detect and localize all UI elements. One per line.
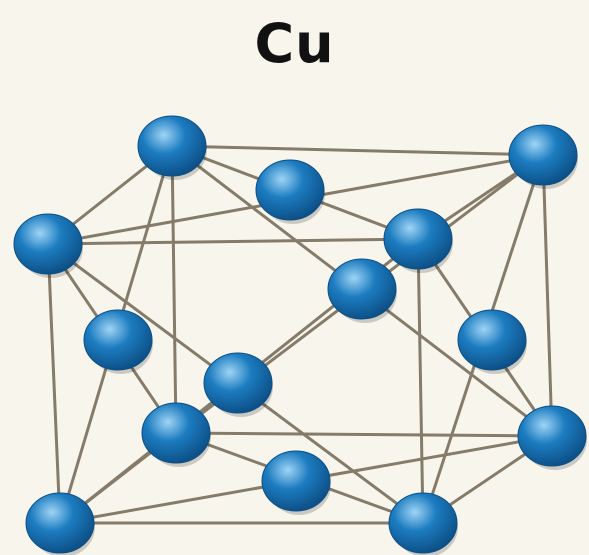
atom-corner-front-bottom-right [388,492,458,554]
atoms-group [13,115,587,555]
atom-corner-front-top-right [383,208,453,270]
bond-corner-front-top-right-corner-front-top-left [46,237,420,246]
bond-corner-back-bottom-left-corner-back-bottom-right [174,431,554,438]
atom-face-back [327,258,397,320]
atom-face-right [457,309,527,371]
atom-corner-front-bottom-left [25,492,95,554]
atom-corner-front-top-left [13,213,83,275]
bond-corner-front-top-left-corner-front-bottom-left [46,242,62,525]
atom-face-bottom [261,450,331,512]
atom-face-top [255,159,325,221]
bond-corner-back-top-right-corner-back-bottom-right [541,153,554,438]
atom-corner-back-bottom-right [517,405,587,467]
bond-corner-back-top-left-corner-back-top-right [170,144,545,157]
atom-corner-back-bottom-left [141,402,211,464]
bond-corner-back-top-left-corner-back-bottom-left [170,144,178,435]
bond-corner-front-top-right-corner-front-bottom-right [416,237,425,525]
diagram-title: Cu [254,12,335,75]
atom-corner-back-top-left [137,115,207,177]
atom-face-front [203,352,273,414]
atom-face-left [83,309,153,371]
atom-corner-back-top-right [508,124,578,186]
